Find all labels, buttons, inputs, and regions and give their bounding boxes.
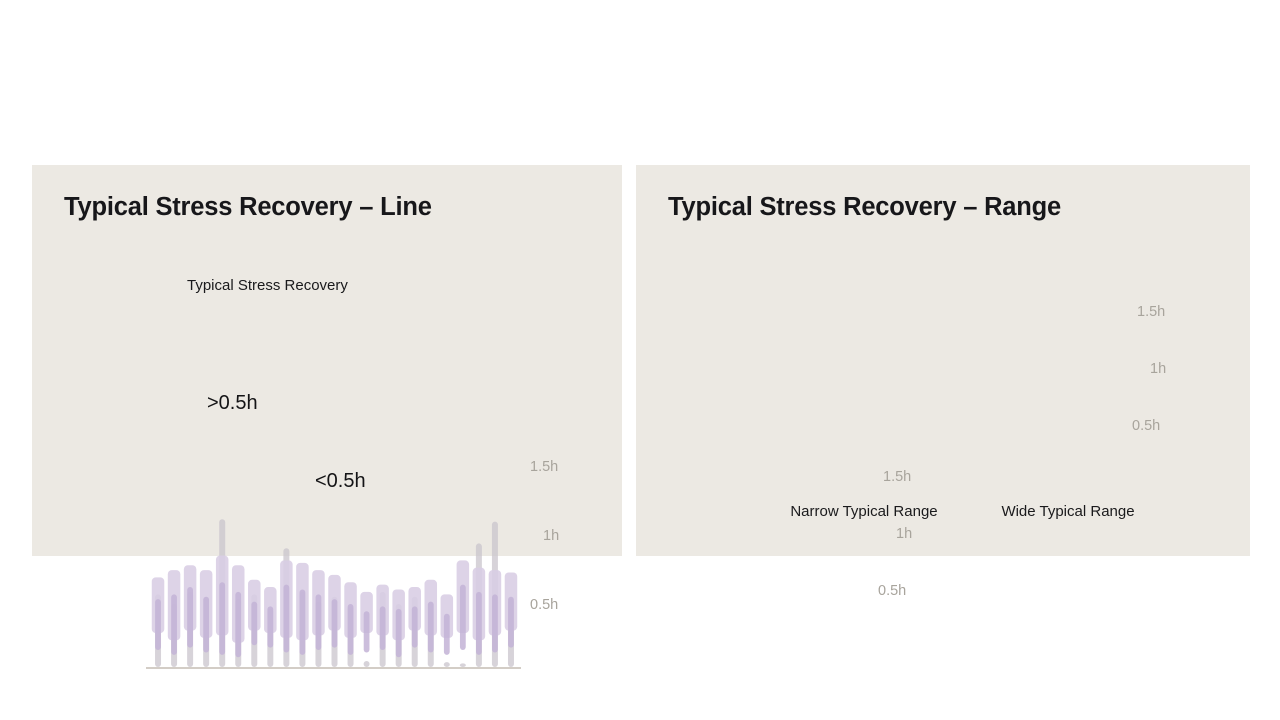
spike-bar: [363, 660, 370, 667]
panel-stress-recovery-range: Typical Stress Recovery – Range 1.5h 1h …: [636, 165, 1250, 599]
axis-tick-0p5h-line: 0.5h: [530, 597, 559, 613]
range-bar-inner: [508, 596, 514, 648]
range-bar-inner: [267, 606, 274, 648]
range-bar-inner: [219, 582, 226, 655]
range-bar-inner: [235, 591, 242, 658]
axis-tick-0p5h-narrow: 0.5h: [878, 583, 907, 599]
bar-group: [151, 555, 518, 658]
annotation-above-threshold: >0.5h: [207, 392, 258, 414]
panel-stress-recovery-line: Typical Stress Recovery – Line 1.5h 1h 0…: [32, 165, 622, 669]
annotation-below-threshold: <0.5h: [315, 470, 366, 492]
range-bar-inner: [459, 584, 466, 651]
range-bar-inner: [379, 606, 386, 651]
range-bar-inner: [363, 611, 370, 653]
sublabel-narrow-typical-range: Narrow Typical Range: [790, 503, 938, 520]
range-bar-inner: [203, 596, 210, 653]
range-bar-inner: [411, 606, 418, 648]
callout-label-typical-stress-recovery: Typical Stress Recovery: [187, 277, 348, 294]
spike-bar: [459, 663, 466, 667]
axis-tick-1h-wide: 1h: [1150, 361, 1167, 377]
page-title-line: Typical Stress Recovery – Line: [64, 193, 432, 221]
range-bar-inner: [395, 608, 402, 658]
axis-tick-1h-line: 1h: [543, 528, 560, 544]
range-bar-inner: [492, 594, 498, 653]
range-bar-inner: [171, 594, 177, 655]
chart-wide-typical-range: [636, 165, 1250, 556]
axis-tick-1p5h-line: 1.5h: [530, 459, 559, 475]
axis-tick-1h-narrow: 1h: [896, 526, 913, 542]
range-bar-inner: [187, 587, 193, 648]
range-bar-inner: [315, 594, 322, 651]
range-bar-inner: [155, 599, 161, 651]
axis-tick-1p5h-wide: 1.5h: [1137, 304, 1166, 320]
spike-bar: [443, 662, 450, 667]
range-bar-inner: [427, 601, 434, 653]
chart-stress-recovery-line: [146, 519, 521, 669]
range-bar-inner: [251, 601, 258, 646]
axis-tick-0p5h-wide: 0.5h: [1132, 418, 1161, 434]
page-title-range: Typical Stress Recovery – Range: [668, 193, 1062, 221]
sublabel-wide-typical-range: Wide Typical Range: [1001, 503, 1135, 520]
range-bar-inner: [299, 589, 306, 655]
axis-tick-1p5h-narrow: 1.5h: [883, 469, 912, 485]
range-bar-inner: [331, 599, 338, 648]
range-bar-inner: [476, 591, 482, 655]
range-bar-inner: [347, 604, 354, 655]
range-bar-inner: [443, 613, 450, 655]
range-bar-inner: [283, 584, 290, 653]
